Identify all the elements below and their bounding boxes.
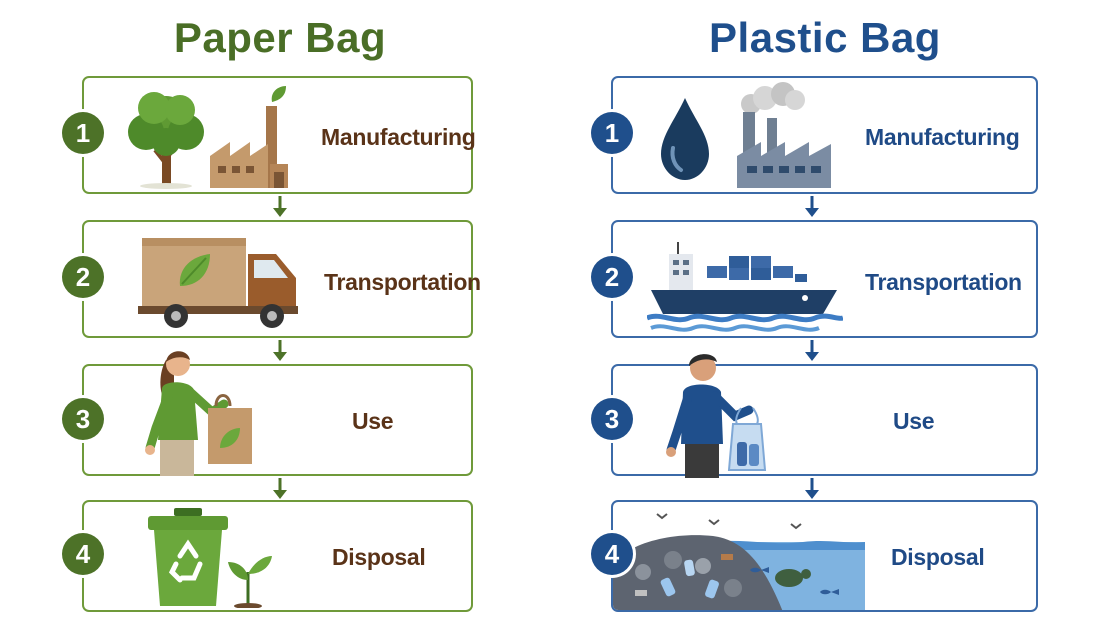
recycling-bin-icon [148,508,228,606]
plastic-step-1-label: Manufacturing [865,124,1020,150]
paper-step-1-badge: 1 [62,112,104,154]
plastic-arrow-3-4 [805,478,819,499]
paper-step-1-label: Manufacturing [321,124,476,150]
delivery-truck-icon [138,238,298,328]
man-with-plastic-bag-icon [666,354,767,478]
plastic-bag-title: Plastic Bag [709,14,941,61]
paper-arrow-2-3 [273,340,287,361]
plastic-step-4-label: Disposal [891,544,985,570]
plastic-step-3-label: Use [893,408,935,434]
paper-step-2-label: Transportation [324,269,481,295]
paper-step-3-card: Use [82,351,473,476]
plastic-step-3-badge: 3 [591,398,633,440]
plastic-arrow-2-3 [805,340,819,361]
paper-step-2-card: Transportation [82,220,481,338]
paper-step-4-label: Disposal [332,544,426,570]
paper-step-2-badge: 2 [62,256,104,298]
woman-with-paper-bag-icon [145,351,252,476]
paper-arrow-1-2 [273,196,287,217]
plastic-step-3-card: Use [611,354,1038,478]
paper-step-3-label: Use [352,408,394,434]
smokestack-factory-icon [737,82,831,188]
plastic-step-2-card: Transportation [611,220,1038,338]
plastic-step-4-card: Disposal [611,500,1038,612]
oil-drop-icon [661,98,709,180]
plastic-step-1-card: Manufacturing [611,76,1038,194]
landfill-ocean-pollution-icon [613,513,865,610]
plastic-step-1-badge: 1 [591,112,633,154]
paper-bag-title: Paper Bag [173,14,387,61]
plastic-arrow-1-2 [805,196,819,217]
paper-step-4-card: Disposal [82,500,473,612]
tree-icon [128,92,204,189]
paper-arrow-3-4 [273,478,287,499]
factory-icon [210,86,288,188]
plastic-step-4-badge: 4 [591,533,633,575]
plastic-step-2-label: Transportation [865,269,1022,295]
sprout-icon [228,556,272,608]
paper-step-3-badge: 3 [62,398,104,440]
paper-step-4-badge: 4 [62,533,104,575]
cargo-ship-icon [647,242,843,332]
paper-step-1-card: Manufacturing [82,76,476,194]
plastic-step-2-badge: 2 [591,256,633,298]
